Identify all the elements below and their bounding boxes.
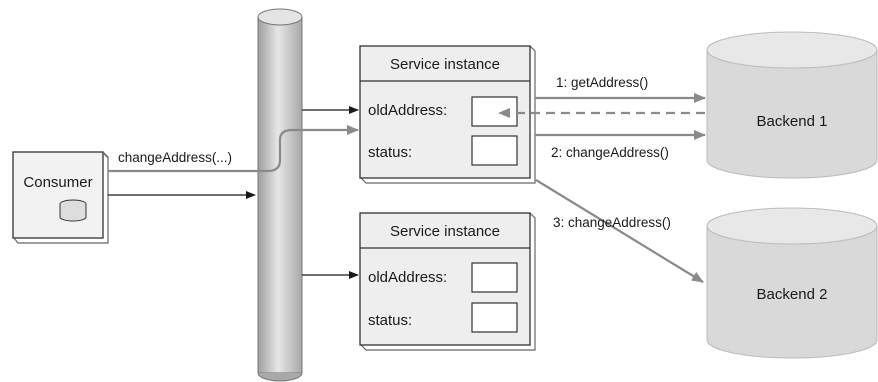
change-address-backend2-label: 3: changeAddress() [553,215,671,230]
status-value-box-1 [471,135,518,166]
change-address-call-arrow [108,125,359,173]
change-address-backend1-label: 2: changeAddress() [551,145,669,160]
change-address-call-label: changeAddress(...) [118,150,232,165]
service-instance-2-field-old-address: oldAddress: [368,269,447,286]
service-instance-2: Service instance oldAddress: status: [359,212,536,351]
service-instance-1-field-old-address: oldAddress: [368,102,447,119]
backend-2-label: Backend 2 [757,286,828,303]
backend-1-label: Backend 1 [757,113,828,130]
service-instance-2-field-status: status: [368,312,412,329]
service-instance-1-field-status: status: [368,144,412,161]
get-address-label: 1: getAddress() [556,75,648,90]
consumer-label: Consumer [23,174,92,191]
service-instance-2-title: Service instance [390,223,500,240]
old-address-value-box-1 [471,96,518,127]
backend-2-cylinder: Backend 2 [706,207,878,359]
consumer-node: Consumer [12,151,109,244]
service-instance-1-title: Service instance [390,56,500,73]
status-value-box-2 [471,302,518,333]
change-address-backend2-arrow [535,179,704,283]
backend-1-cylinder: Backend 1 [706,31,878,179]
old-address-value-box-2 [471,262,518,293]
message-bus-pipe [257,8,303,382]
service-instance-1: Service instance oldAddress: status: [359,45,536,184]
database-icon [59,199,87,222]
